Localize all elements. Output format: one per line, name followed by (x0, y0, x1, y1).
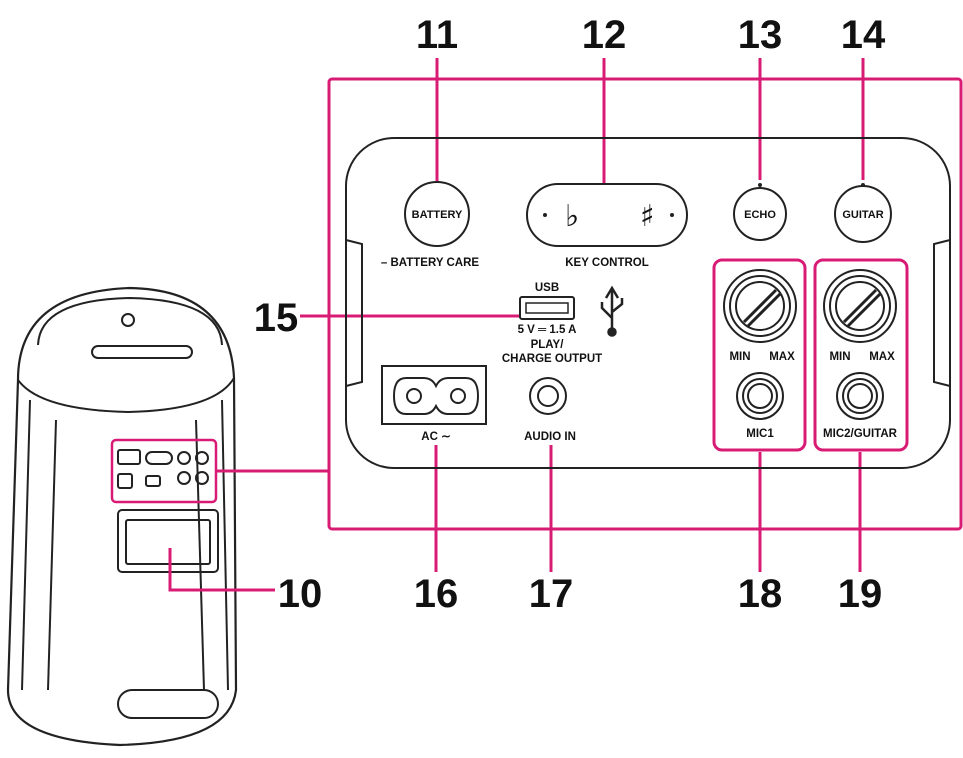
callout-19: 19 (838, 572, 883, 616)
callout-16: 16 (414, 572, 459, 616)
usb-mode-line2: CHARGE OUTPUT (502, 353, 602, 365)
usb-mode-line1: PLAY/ (531, 339, 565, 351)
audio-in-jack[interactable] (529, 377, 567, 415)
callout-12: 12 (582, 13, 627, 57)
callout-17: 17 (529, 572, 574, 616)
svg-text:GUITAR: GUITAR (842, 209, 883, 221)
mic1-min-label: MIN (729, 351, 750, 363)
speaker-illustration (6, 286, 238, 747)
callout-10: 10 (278, 572, 323, 616)
mic2-max-label: MAX (869, 351, 895, 363)
callout-18: 18 (738, 572, 783, 616)
battery-care-label: – BATTERY CARE (381, 257, 480, 269)
echo-button[interactable]: ECHO (733, 183, 787, 241)
mic1-label: MIC1 (746, 428, 774, 440)
usb-icon (600, 285, 624, 337)
mic1-volume-knob[interactable] (723, 269, 797, 343)
callout-11: 11 (416, 13, 458, 57)
battery-button[interactable]: BATTERY (404, 181, 470, 247)
key-flat-symbol[interactable]: ♭ (565, 199, 579, 234)
audio-in-label: AUDIO IN (524, 431, 576, 443)
key-control-button[interactable]: ♭ ♯ (526, 183, 688, 247)
ac-inlet[interactable] (381, 365, 487, 425)
svg-text:BATTERY: BATTERY (412, 209, 463, 221)
mic2-volume-knob[interactable] (823, 269, 897, 343)
callout-15: 15 (254, 296, 299, 340)
mic1-jack[interactable] (736, 372, 784, 420)
usb-rating: 5 V ═ 1.5 A (518, 324, 577, 336)
mic1-max-label: MAX (769, 351, 795, 363)
usb-label: USB (535, 282, 559, 294)
mic2-label: MIC2/GUITAR (823, 428, 898, 440)
usb-port[interactable] (519, 296, 575, 320)
ac-label: AC ∼ (421, 431, 451, 443)
mic2-jack[interactable] (836, 372, 884, 420)
svg-text:ECHO: ECHO (744, 209, 776, 221)
mic2-min-label: MIN (829, 351, 850, 363)
callout-frame (168, 58, 963, 592)
callout-14: 14 (841, 13, 886, 57)
rear-panel (345, 137, 951, 469)
key-control-label: KEY CONTROL (565, 257, 649, 269)
guitar-button[interactable]: GUITAR (834, 183, 892, 243)
callout-13: 13 (738, 13, 783, 57)
key-sharp-symbol[interactable]: ♯ (640, 199, 655, 234)
